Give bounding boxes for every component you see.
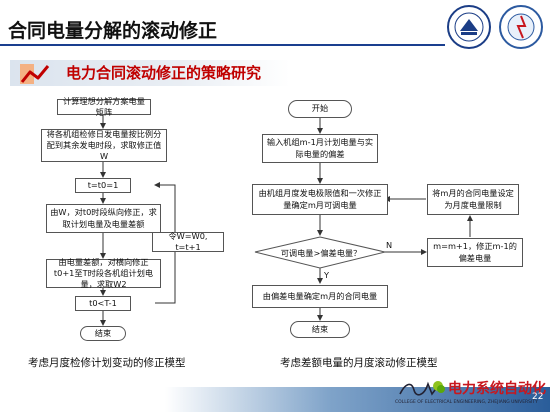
decision-diamond xyxy=(254,236,386,269)
flow-box-horizontal-correction: 由电量差额，对横向修正t0+1至T时段各机组计划电量，求取W2 xyxy=(46,257,161,289)
flow-box-input-deviation: 输入机组m-1月计划电量与实际电量的偏差 xyxy=(262,134,378,163)
college-logo-icon xyxy=(499,5,543,49)
flow-box-distribute-outage: 将各机组检修日发电量按比例分配到其余发电时段，求取修正值W xyxy=(41,129,167,162)
footer-college: COLLEGE OF ELECTRICAL ENGINEERING, ZHEJI… xyxy=(395,400,538,405)
flow-box-next-month: m=m+1，修正m-1的偏差电量 xyxy=(427,238,523,267)
university-logo-icon xyxy=(447,5,491,49)
flow-start: 开始 xyxy=(288,100,352,118)
flow-box-set-limit: 将m月的合同电量设定为月度电量限制 xyxy=(427,184,519,215)
flow-end-right: 结束 xyxy=(290,321,350,338)
left-caption: 考虑月度检修计划变动的修正模型 xyxy=(28,357,186,369)
flow-box-compute-matrix: 计算理想分解方案电量矩阵 xyxy=(57,96,151,117)
flow-box-vertical-correction: 由W，对t0时段纵向修正，求取计划电量及电量差额 xyxy=(46,204,161,233)
page-title: 合同电量分解的滚动修正 xyxy=(8,20,218,42)
title-underline xyxy=(0,44,445,46)
branch-label-n: N xyxy=(386,240,393,250)
flow-box-end-left: 结束 xyxy=(80,326,126,341)
flow-box-adjustable-energy: 由机组月度发电极限值和一次修正量确定m月可调电量 xyxy=(252,184,388,215)
page-number: 22 xyxy=(532,392,544,402)
section-title: 电力合同滚动修正的策略研究 xyxy=(66,64,262,82)
footer-bar xyxy=(0,387,550,412)
right-caption: 考虑差额电量的月度滚动修正模型 xyxy=(280,357,438,369)
section-band xyxy=(10,60,290,86)
flow-box-condition: t0<T-1 xyxy=(75,296,131,311)
chart-trend-icon xyxy=(20,64,50,84)
wechat-logo-icon xyxy=(433,381,445,393)
footer-brand: 电力系统自动化 xyxy=(448,381,546,397)
decision-label: 可调电量>偏差电量？ xyxy=(280,248,362,258)
flow-box-init-t: t=t0=1 xyxy=(75,178,131,193)
flow-box-contract-energy: 由偏差电量确定m月的合同电量 xyxy=(252,285,388,308)
signature-logo-icon xyxy=(399,381,439,396)
flow-box-loop-update: 令W=W0, t=t+1 xyxy=(152,231,224,252)
branch-label-y: Y xyxy=(324,270,330,280)
